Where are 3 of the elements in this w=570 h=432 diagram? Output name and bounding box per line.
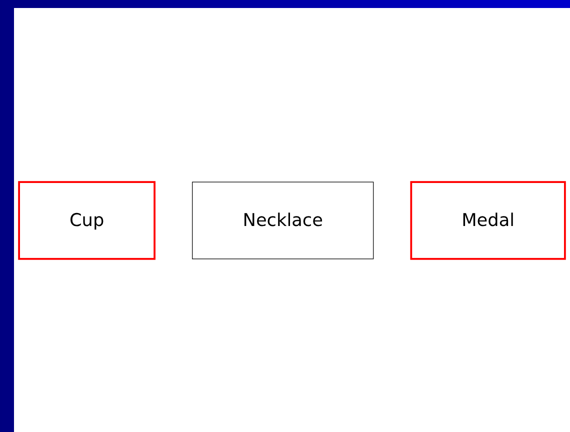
node-box: Necklace bbox=[192, 181, 374, 259]
node-box: Cup bbox=[18, 180, 156, 260]
node-box: Medal bbox=[410, 180, 566, 260]
